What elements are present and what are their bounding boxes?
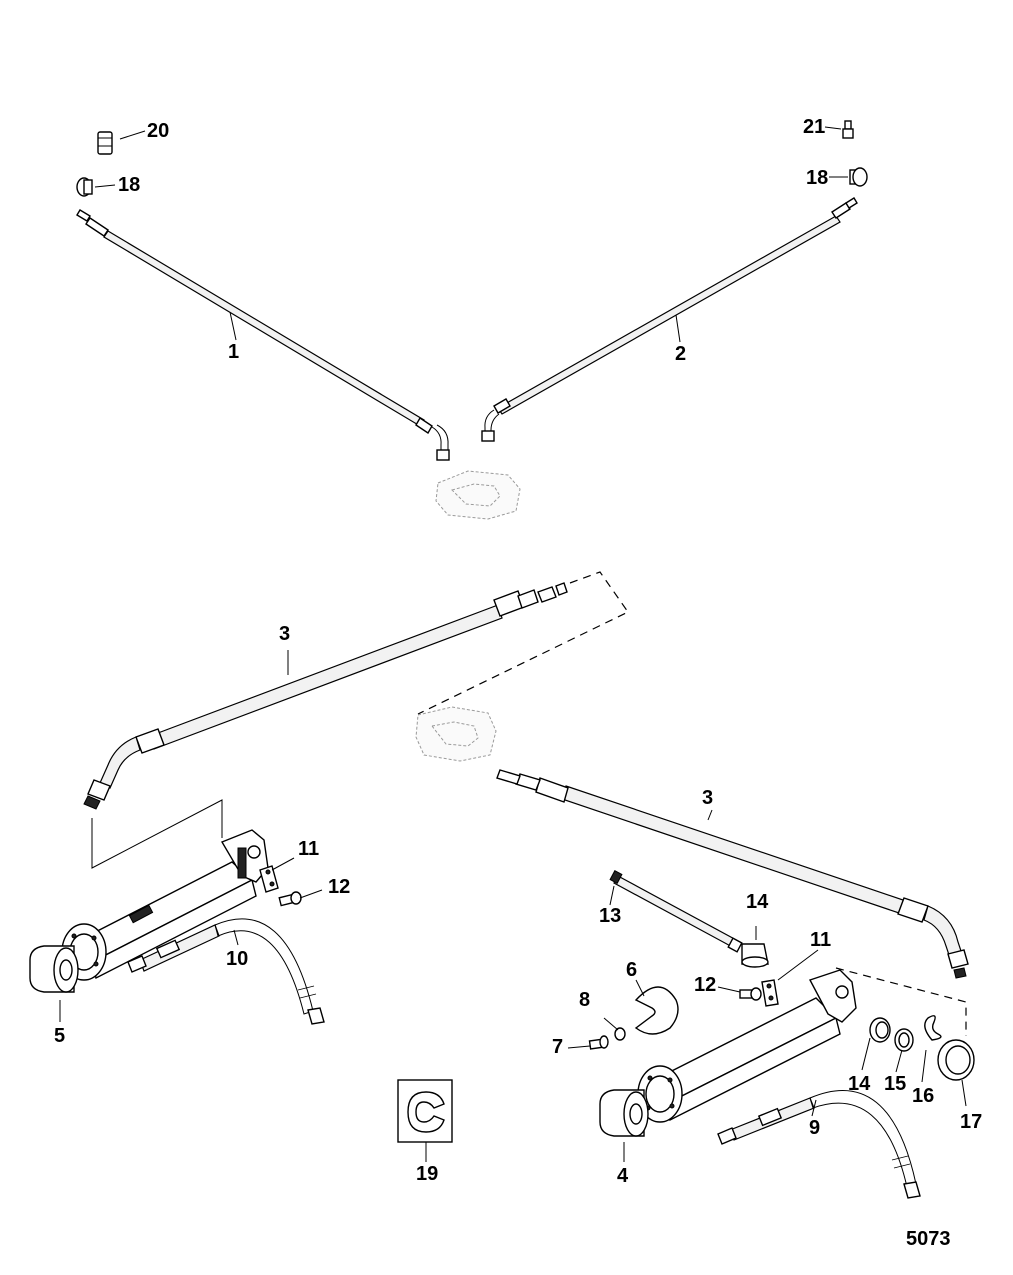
connection-dash-lower — [835, 967, 967, 1036]
callout-19: 19 — [416, 1163, 438, 1185]
rod-13 — [609, 870, 743, 953]
callout-14-lower: 14 — [848, 1073, 871, 1095]
callout-5: 5 — [54, 1025, 65, 1047]
callout-20: 20 — [147, 120, 169, 142]
callout-11-left: 11 — [298, 838, 319, 860]
callout-9: 9 — [809, 1117, 820, 1139]
bolt-12-left — [278, 891, 302, 907]
pump-reference-outline-middle — [415, 706, 497, 762]
rod-end-block-5 — [29, 945, 79, 993]
clamp-collar-6 — [634, 986, 679, 1035]
callout-10: 10 — [226, 948, 248, 970]
connection-bracket-left — [91, 799, 223, 869]
callout-6: 6 — [626, 959, 637, 981]
callout-7: 7 — [552, 1036, 563, 1058]
callout-12-right: 12 — [694, 974, 716, 996]
connection-dash-upper — [417, 571, 629, 715]
leader-lines — [59, 126, 967, 1162]
hose-10 — [127, 918, 325, 1025]
cap-17 — [937, 1039, 975, 1081]
callout-11-right: 11 — [810, 929, 831, 951]
clamp-plate-11-right — [761, 979, 779, 1007]
inset-detail-19 — [397, 1079, 453, 1143]
callout-1: 1 — [228, 341, 239, 363]
fitting-18-left — [76, 177, 93, 197]
clamp-plate-11-left — [259, 865, 279, 893]
pump-reference-outline-top — [435, 470, 521, 520]
callout-18-right: 18 — [806, 167, 828, 189]
callout-3-lower: 3 — [702, 787, 713, 809]
bushing-14-lower — [869, 1017, 891, 1043]
hydraulic-line-2 — [481, 197, 858, 442]
hydraulic-line-3-upper — [83, 582, 568, 810]
callout-18-left: 18 — [118, 174, 140, 196]
washer-15 — [894, 1028, 914, 1052]
bushing-14-upper — [741, 943, 769, 968]
callout-13: 13 — [599, 905, 621, 927]
callout-labels: 20 18 1 2 21 18 3 3 11 12 10 5 13 14 11 … — [54, 116, 982, 1187]
fitting-18-right — [849, 167, 868, 187]
bolt-12-right — [739, 987, 762, 1001]
callout-17: 17 — [960, 1111, 982, 1133]
callout-21: 21 — [803, 116, 825, 138]
screw-7 — [588, 1035, 609, 1050]
callout-14-upper: 14 — [746, 891, 769, 913]
figure-number: 5073 — [906, 1228, 951, 1250]
callout-12-left: 12 — [328, 876, 350, 898]
callout-3-upper: 3 — [279, 623, 290, 645]
hydraulic-line-1 — [76, 209, 450, 461]
callout-2: 2 — [675, 343, 686, 365]
fitting-21 — [842, 120, 854, 139]
rod-end-block-4 — [599, 1089, 649, 1137]
hose-9 — [717, 1090, 921, 1199]
fitting-20 — [97, 131, 113, 155]
callout-16: 16 — [912, 1085, 934, 1107]
callout-8: 8 — [579, 989, 590, 1011]
washer-8 — [614, 1027, 626, 1041]
hydraulic-line-3-lower — [496, 769, 969, 979]
callout-15: 15 — [884, 1073, 906, 1095]
callout-4: 4 — [617, 1165, 629, 1187]
retaining-ring-16 — [924, 1015, 942, 1041]
steering-cylinder-right — [637, 969, 857, 1123]
